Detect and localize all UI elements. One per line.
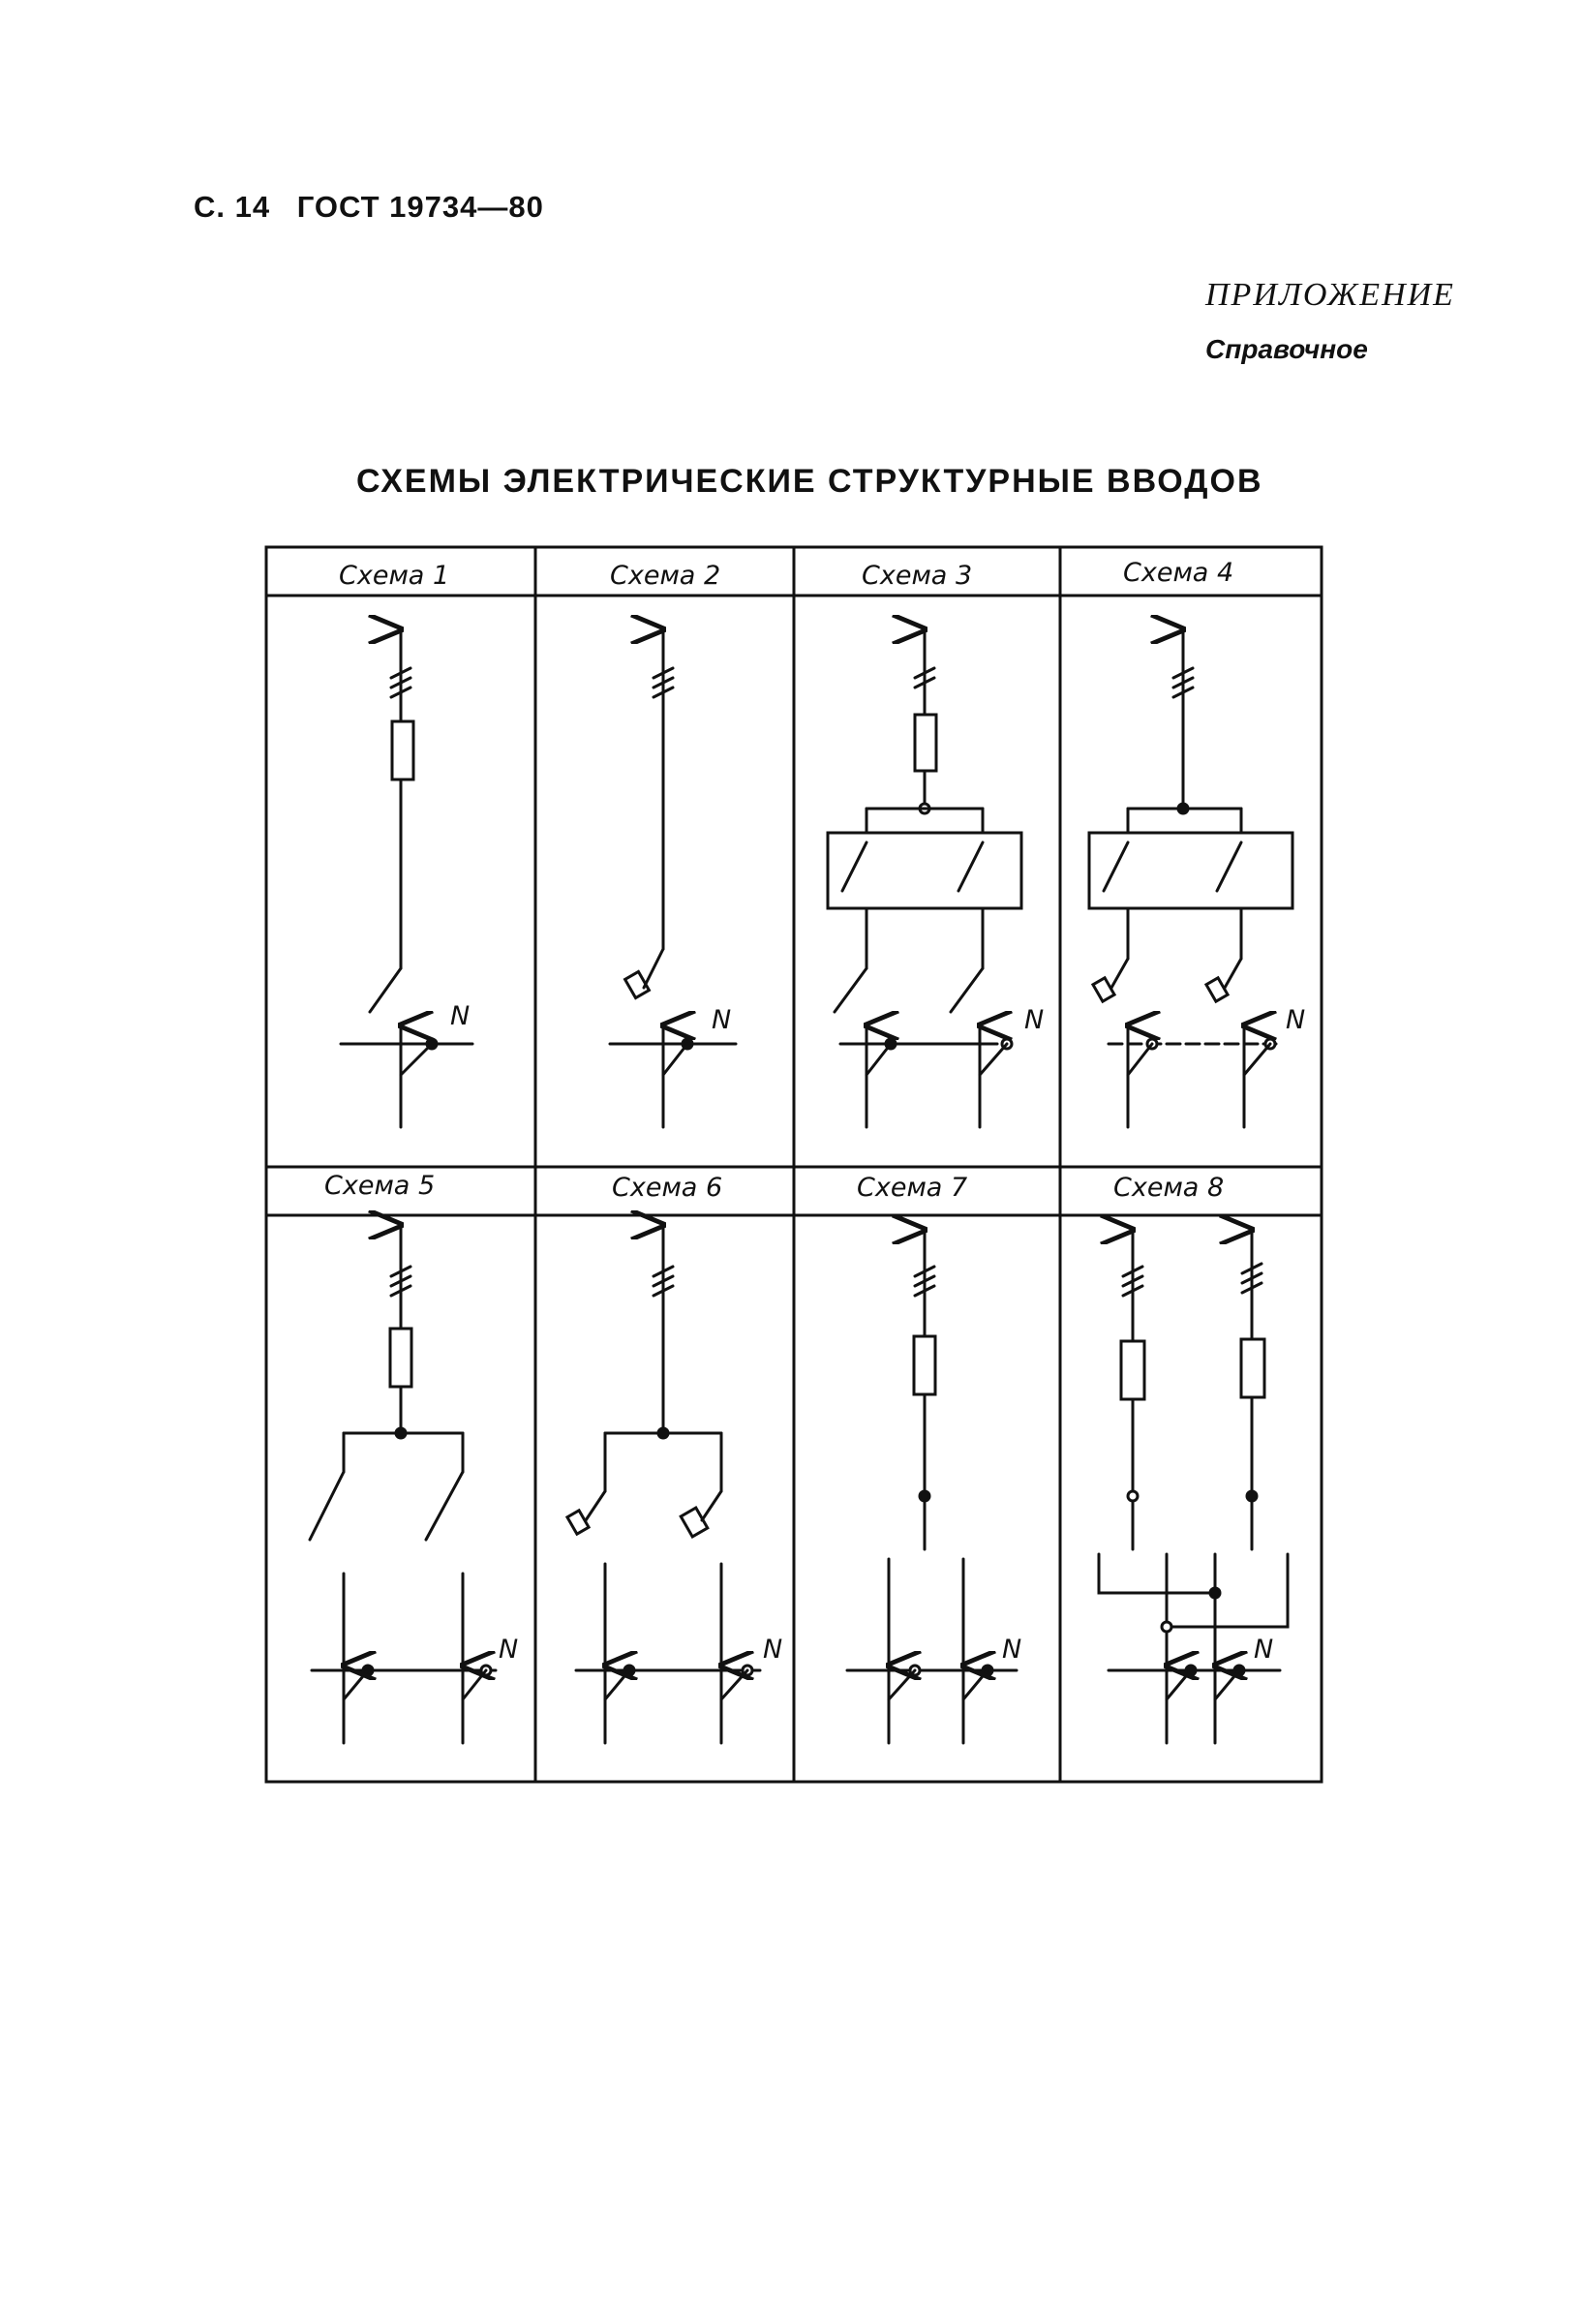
neutral-label-4: N bbox=[1286, 1005, 1305, 1035]
scheme-7-diagram bbox=[845, 1230, 1019, 1745]
scheme-label-6: Схема 6 bbox=[612, 1173, 722, 1203]
scheme-label-8: Схема 8 bbox=[1113, 1173, 1224, 1203]
appendix-note: Справочное bbox=[1205, 334, 1368, 364]
neutral-labels: N N N N N N N N bbox=[450, 1001, 1305, 1665]
neutral-label-1: N bbox=[450, 1001, 470, 1031]
neutral-label-7: N bbox=[1002, 1635, 1021, 1665]
scheme-label-3: Схема 3 bbox=[862, 561, 972, 591]
page-number: С. 14 bbox=[194, 190, 271, 224]
standard-number: ГОСТ 19734—80 bbox=[296, 190, 544, 224]
scheme-2-diagram bbox=[608, 629, 738, 1129]
page-title: СХЕМЫ ЭЛЕКТРИЧЕСКИЕ СТРУКТУРНЫЕ ВВОДОВ bbox=[356, 463, 1263, 500]
scheme-label-5: Схема 5 bbox=[324, 1171, 435, 1201]
scheme-label-4: Схема 4 bbox=[1123, 558, 1233, 588]
scheme-label-1: Схема 1 bbox=[339, 561, 449, 591]
scheme-8-diagram bbox=[1097, 1230, 1290, 1745]
neutral-label-8: N bbox=[1254, 1635, 1273, 1665]
neutral-label-5: N bbox=[499, 1635, 518, 1665]
scheme-label-2: Схема 2 bbox=[610, 561, 720, 591]
appendix-label: ПРИЛОЖЕНИЕ bbox=[1205, 277, 1455, 313]
neutral-label-2: N bbox=[712, 1005, 731, 1035]
scheme-6-diagram bbox=[564, 1225, 762, 1745]
scheme-4-diagram bbox=[1087, 629, 1294, 1129]
neutral-label-3: N bbox=[1024, 1005, 1044, 1035]
neutral-label-6: N bbox=[763, 1635, 782, 1665]
scheme-labels: Схема 1 Схема 2 Схема 3 Схема 4 Схема 5 … bbox=[324, 558, 1233, 1203]
table-grid bbox=[264, 545, 1323, 1784]
scheme-3-diagram bbox=[826, 629, 1023, 1129]
scheme-label-7: Схема 7 bbox=[857, 1173, 967, 1203]
scheme-1-diagram bbox=[339, 629, 474, 1129]
scheme-5-diagram bbox=[308, 1225, 498, 1745]
page-header: С. 14 ГОСТ 19734—80 bbox=[194, 190, 562, 225]
